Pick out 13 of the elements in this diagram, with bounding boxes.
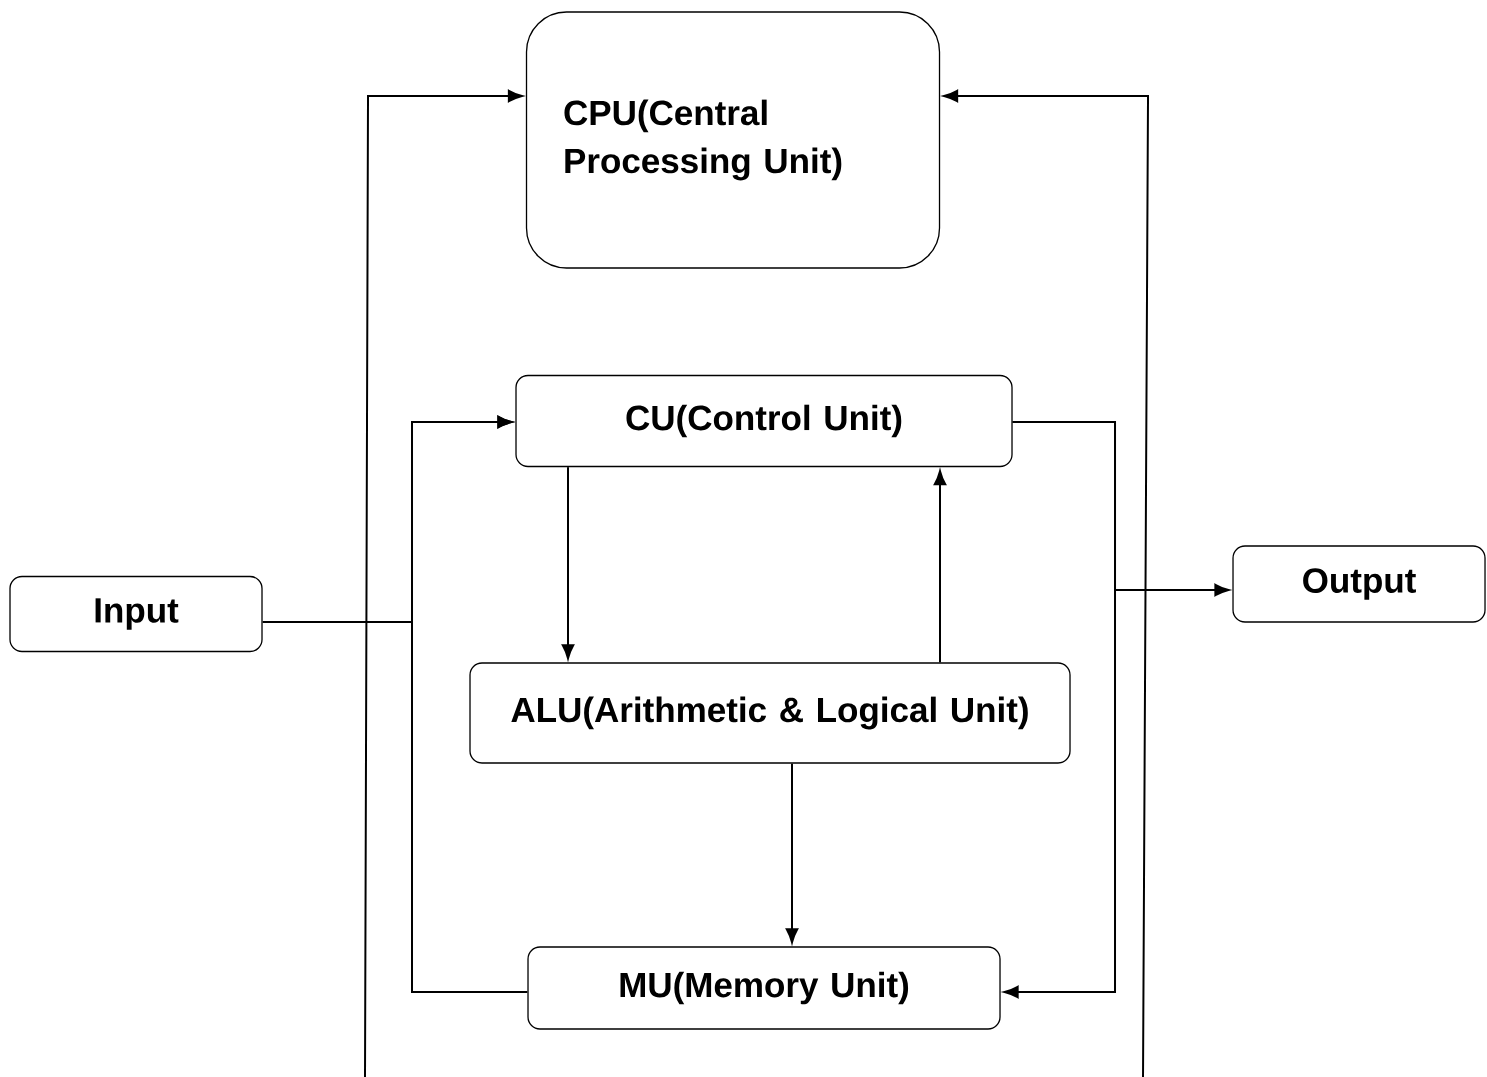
arrow bbox=[785, 762, 799, 944]
arrow bbox=[943, 89, 1150, 1077]
arrow bbox=[411, 415, 529, 993]
unit-box: CU(Control Unit) bbox=[515, 374, 1013, 468]
input-box: Input bbox=[9, 575, 263, 653]
output-box: Output bbox=[1232, 545, 1486, 623]
unit-box: MU(Memory Unit) bbox=[527, 946, 1001, 1030]
arrow bbox=[933, 470, 947, 664]
arrow bbox=[364, 89, 523, 1077]
arrow bbox=[561, 466, 575, 660]
arrow bbox=[1011, 421, 1230, 597]
unit-box: ALU(Arithmetic & Logical Unit) bbox=[469, 662, 1071, 764]
cpu-box: CPU(Central Processing Unit) bbox=[525, 11, 941, 269]
